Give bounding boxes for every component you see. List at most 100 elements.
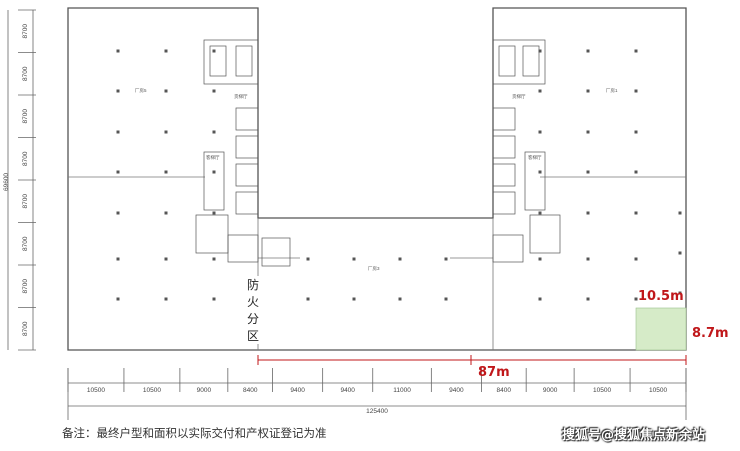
column-dot (634, 170, 638, 174)
column-dot (212, 130, 216, 134)
column-dot (164, 257, 168, 261)
column-dot (538, 297, 542, 301)
column-dot (634, 89, 638, 93)
column-dot (212, 257, 216, 261)
column-dot (634, 130, 638, 134)
column-dot (678, 211, 682, 215)
column-dot (444, 297, 448, 301)
column-dot (586, 211, 590, 215)
column-dot (164, 89, 168, 93)
column-dot (212, 89, 216, 93)
bottom-dim-label: 9000 (543, 387, 558, 394)
highlight-bay (635, 307, 687, 351)
bottom-dim-label: 9000 (197, 387, 212, 394)
left-dim-label: 8700 (22, 151, 29, 166)
room-label-left-wing: 厂房5 (135, 87, 147, 94)
fire-zone-char: 火 (245, 293, 261, 310)
bay-depth-label: 8.7m (692, 326, 729, 341)
column-dot (164, 211, 168, 215)
bottom-dim-label: 10500 (143, 387, 161, 394)
fire-zone-char: 区 (245, 327, 261, 344)
span-label: 87m (478, 365, 510, 380)
column-dot (634, 49, 638, 53)
column-dot (634, 297, 638, 301)
room-label-left-side: 客梯厅 (206, 154, 220, 161)
column-dot (586, 297, 590, 301)
left-dim-label: 8700 (22, 109, 29, 124)
column-dot (212, 297, 216, 301)
left-dim-label: 8700 (22, 236, 29, 251)
room-label-middle: 厂房3 (368, 265, 380, 272)
column-dot (164, 49, 168, 53)
column-dot (538, 49, 542, 53)
partitions (68, 176, 686, 350)
bottom-dim-label: 10500 (593, 387, 611, 394)
column-dot (538, 211, 542, 215)
bottom-dim-label: 10500 (649, 387, 667, 394)
bottom-dim-label: 9400 (449, 387, 464, 394)
left-total-dim: 69600 (3, 173, 10, 191)
column-dot (634, 211, 638, 215)
column-dot (398, 257, 402, 261)
span-dimension (257, 355, 687, 365)
column-dot (116, 130, 120, 134)
right-core (492, 39, 561, 263)
left-dim-label: 8700 (22, 321, 29, 336)
column-dot (678, 291, 682, 295)
column-dot (538, 170, 542, 174)
column-dot (444, 257, 448, 261)
column-dot (538, 89, 542, 93)
column-dot (634, 257, 638, 261)
column-dot (586, 170, 590, 174)
left-dim-label: 8700 (22, 24, 29, 39)
left-core (195, 39, 291, 267)
column-grid (116, 49, 682, 301)
bottom-dim-label: 10500 (87, 387, 105, 394)
column-dot (306, 257, 310, 261)
room-label-left-core: 货梯厅 (234, 93, 248, 100)
footnote: 备注：最终户型和面积以实际交付和产权证登记为准 (62, 426, 327, 440)
room-label-right-core: 货梯厅 (512, 93, 526, 100)
column-dot (116, 211, 120, 215)
column-dot (116, 257, 120, 261)
column-dot (352, 297, 356, 301)
column-dot (116, 89, 120, 93)
bottom-dim-label: 11000 (393, 387, 411, 394)
column-dot (678, 251, 682, 255)
column-dot (586, 257, 590, 261)
column-dot (586, 49, 590, 53)
bottom-dimension: 10500 10500 9000 8400 9400 9400 11000 9400 8400 9… (67, 368, 687, 420)
bottom-total-dim: 125400 (366, 408, 388, 415)
watermark: 搜狐号@搜狐焦点新余站 (562, 428, 706, 443)
column-dot (116, 49, 120, 53)
column-dot (306, 297, 310, 301)
bottom-dim-label: 8400 (497, 387, 512, 394)
column-dot (164, 170, 168, 174)
column-dot (164, 297, 168, 301)
bottom-dim-label: 8400 (243, 387, 258, 394)
bottom-dim-label: 9400 (340, 387, 355, 394)
bottom-dim-label: 9400 (290, 387, 305, 394)
column-dot (586, 89, 590, 93)
column-dot (212, 49, 216, 53)
fire-zone-char: 分 (245, 310, 261, 327)
left-dim-label: 8700 (22, 279, 29, 294)
fire-zone-char: 防 (245, 276, 261, 293)
column-dot (116, 297, 120, 301)
column-dot (212, 211, 216, 215)
column-dot (586, 130, 590, 134)
column-dot (212, 170, 216, 174)
column-dot (398, 297, 402, 301)
column-dot (538, 130, 542, 134)
left-dim-label: 8700 (22, 194, 29, 209)
room-label-right-side: 客梯厅 (528, 154, 542, 161)
room-label-right-wing: 厂房1 (606, 87, 618, 94)
left-dim-label: 8700 (22, 66, 29, 81)
column-dot (538, 257, 542, 261)
left-dimension: 8700 8700 8700 8700 8700 8700 8700 8700 69600 (3, 9, 36, 351)
building (67, 7, 687, 351)
column-dot (352, 257, 356, 261)
column-dot (164, 130, 168, 134)
bay-width-label: 10.5m (638, 289, 684, 304)
